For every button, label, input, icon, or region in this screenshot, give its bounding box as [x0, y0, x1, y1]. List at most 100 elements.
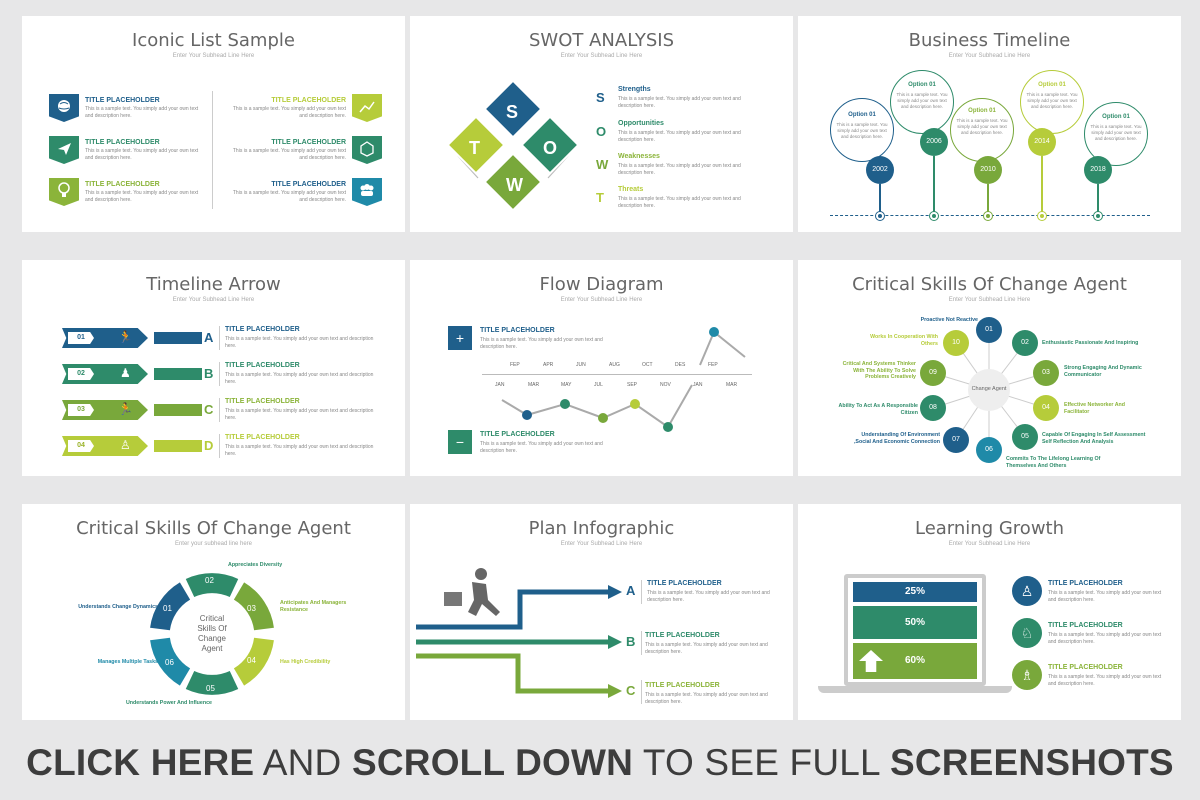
row-desc: This is a sample text. You simply add yo… [225, 444, 374, 457]
growth-bar: 25% [853, 582, 977, 602]
slide-title: Plan Infographic [528, 518, 675, 539]
plus-box: + [448, 326, 472, 350]
slide-subtitle: Enter Your Subhead Line Here [560, 541, 643, 547]
slide-card-iconic-list[interactable]: Iconic List Sample Enter Your Subhead Li… [22, 16, 405, 232]
ring-num: 10 [952, 339, 960, 346]
slide-card-plan-infographic[interactable]: Plan Infographic Enter Your Subhead Line… [410, 504, 793, 720]
banner-click-here[interactable]: CLICK HERE [26, 742, 255, 783]
month-label: JAN [693, 382, 703, 388]
slide-card-critical-skills-ring[interactable]: Critical Skills Of Change Agent Enter Yo… [798, 260, 1181, 476]
month-axis [482, 374, 752, 375]
swot-item-label: Threats [618, 186, 644, 193]
item-desc: This is a sample text. You simply add yo… [232, 148, 346, 161]
year-badge: 2010 [974, 156, 1002, 184]
person-icon: ♙ [1012, 576, 1042, 606]
slide-card-critical-skills-donut[interactable]: Critical Skills Of Change Agent Enter yo… [22, 504, 405, 720]
month-label: APR [543, 362, 554, 368]
swot-item-desc: This is a sample text. You simply add yo… [618, 163, 741, 176]
center-line: Change [197, 634, 227, 643]
swot-item-letter: S [596, 90, 605, 105]
plan-title: TITLE PLACEHOLDER [645, 682, 720, 689]
swot-item-letter: T [596, 190, 604, 205]
flow-desc-bottom: This is a sample text. You simply add yo… [480, 441, 603, 454]
year-badge: 2002 [866, 156, 894, 184]
center-line: Critical [199, 614, 225, 623]
skill-label: Manages Multiple Tasks [97, 659, 158, 665]
list-item: TITLE PLACEHOLDER This is a sample text.… [49, 136, 209, 168]
flow-desc-top: This is a sample text. You simply add yo… [480, 337, 603, 350]
skill-label: Commits To The Lifelong Learning Of Them… [1006, 456, 1101, 469]
slide-card-flow-diagram[interactable]: Flow Diagram Enter Your Subhead Line Her… [410, 260, 793, 476]
option-label: Option 01 [908, 82, 936, 88]
slide-card-swot[interactable]: SWOT ANALYSIS Enter Your Subhead Line He… [410, 16, 793, 232]
year-badge: 2014 [1028, 128, 1056, 156]
ring-num: 07 [952, 436, 960, 443]
lightbulb-icon [49, 178, 79, 206]
skill-label: Effective Networker And Facilitator [1064, 402, 1126, 415]
skill-label: Critical And Systems Thinker With The Ab… [842, 361, 916, 380]
ring-num: 02 [1021, 339, 1029, 346]
center-line: Skills Of [197, 624, 227, 633]
option-label: Option 01 [968, 108, 996, 114]
option-desc: This is a sample text. You simply add yo… [956, 118, 1008, 135]
donut-num: 02 [205, 576, 214, 585]
skills-donut [150, 573, 274, 695]
milestone: Option 01 This is a sample text. You sim… [1084, 102, 1152, 223]
slide-title: SWOT ANALYSIS [529, 30, 674, 51]
row-number: 01 [68, 332, 94, 344]
swot-item-desc: This is a sample text. You simply add yo… [618, 196, 741, 209]
list-item: TITLE PLACEHOLDER This is a sample text.… [49, 178, 209, 210]
skill-label: Enthusiastic Passionate And Inspiring [1042, 340, 1139, 346]
plan-title: TITLE PLACEHOLDER [647, 580, 722, 587]
option-label: Option 01 [848, 112, 876, 118]
group-icon [352, 178, 382, 206]
slide-title: Critical Skills Of Change Agent [76, 518, 351, 539]
swot-item-label: Strengths [618, 86, 651, 93]
milestone: Option 01 This is a sample text. You sim… [830, 98, 898, 223]
option-desc: This is a sample text. You simply add yo… [896, 92, 948, 109]
month-label: FEP [510, 362, 520, 368]
item-title: TITLE PLACEHOLDER [85, 139, 160, 146]
slide-card-learning-growth[interactable]: Learning Growth Enter Your Subhead Line … [798, 504, 1181, 720]
center-line: Agent [201, 644, 223, 653]
slide-subtitle: Enter Your Subhead Line Here [172, 297, 255, 303]
learning-desc: This is a sample text. You simply add yo… [1048, 674, 1162, 687]
swot-diagram [446, 79, 580, 212]
swot-item-label: Weaknesses [618, 153, 660, 160]
slide-subtitle: Enter Your Subhead Line Here [560, 53, 643, 59]
swot-letter-w: W [506, 175, 523, 195]
scroll-down-banner[interactable]: CLICK HERE AND SCROLL DOWN TO SEE FULL S… [0, 742, 1200, 784]
arrow-row: 02 ♟ B TITLE PLACEHOLDER This is a sampl… [62, 362, 392, 388]
plan-desc: This is a sample text. You simply add yo… [645, 642, 768, 655]
skill-label: Capable Of Engaging In Self Assessment S… [1042, 432, 1146, 445]
month-label: JUN [576, 362, 586, 368]
slide-title: Critical Skills Of Change Agent [852, 274, 1127, 295]
ring-num: 01 [985, 326, 993, 333]
ring-num: 04 [1042, 404, 1050, 411]
row-desc: This is a sample text. You simply add yo… [225, 336, 374, 349]
list-item: TITLE PLACEHOLDER This is a sample text.… [227, 178, 382, 210]
ring-num: 08 [929, 404, 937, 411]
list-item: TITLE PLACEHOLDER This is a sample text.… [49, 94, 209, 126]
item-desc: This is a sample text. You simply add yo… [85, 190, 199, 203]
month-label: JUL [594, 382, 603, 388]
month-label: DES [675, 362, 686, 368]
donut-num: 05 [206, 684, 215, 693]
item-title: TITLE PLACEHOLDER [271, 97, 346, 104]
slide-subtitle: Enter Your Subhead Line Here [948, 297, 1031, 303]
slide-subtitle: Enter your subhead line here [174, 541, 253, 547]
swot-item-desc: This is a sample text. You simply add yo… [618, 130, 741, 143]
slide-card-timeline-arrow[interactable]: Timeline Arrow Enter Your Subhead Line H… [22, 260, 405, 476]
globe-icon [49, 94, 79, 122]
skill-label: Works In Cooperation With Others [870, 334, 938, 347]
swot-item-desc: This is a sample text. You simply add yo… [618, 96, 741, 109]
ring-center-label: Change Agent [971, 386, 1007, 392]
teacher-icon: ♘ [1012, 618, 1042, 648]
slide-title: Flow Diagram [539, 274, 664, 295]
milestone: Option 01 This is a sample text. You sim… [950, 98, 1018, 223]
month-label: AUG [609, 362, 620, 368]
milestone: Option 01 This is a sample text. You sim… [890, 70, 958, 223]
month-label: OCT [642, 362, 653, 368]
slide-card-business-timeline[interactable]: Business Timeline Enter Your Subhead Lin… [798, 16, 1181, 232]
swot-item-label: Opportunities [618, 120, 664, 127]
